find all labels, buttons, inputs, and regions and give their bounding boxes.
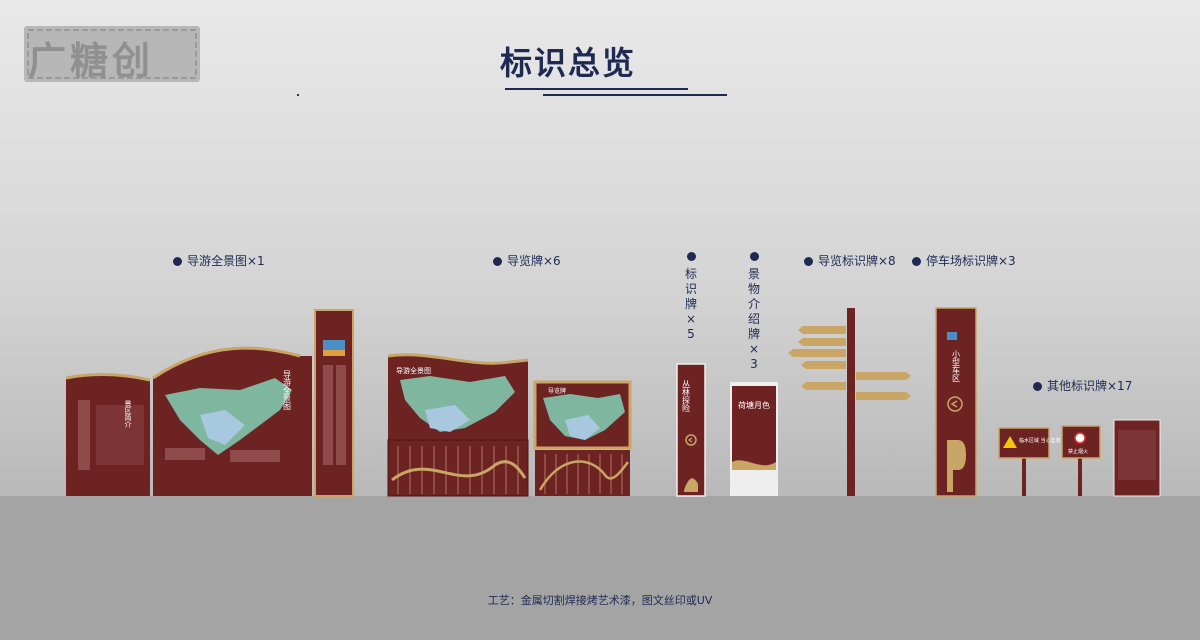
panorama-title-text: 导游全景图 <box>283 370 292 411</box>
category-label-sign-board: 标 识 牌 × 5 <box>684 252 698 342</box>
guide-small-text: 导览牌 <box>548 387 566 395</box>
guide-title-text: 导游全景图 <box>396 366 431 375</box>
bullet-icon <box>493 257 502 266</box>
guide-board-large: 导游全景图 <box>387 353 529 497</box>
bullet-icon <box>686 252 696 261</box>
panorama-sign: 导游全景图 景区简介 <box>65 309 354 497</box>
forest-sign-post: 丛林探险 <box>676 363 706 497</box>
water-warning-sign: 临水区域 当心坠落 <box>998 427 1061 496</box>
brand-logo-text: 广糖创 <box>28 39 155 83</box>
craft-note: 工艺：金属切割焊接烤艺术漆，图文丝印或UV <box>487 594 713 607</box>
bullet-icon <box>749 252 759 261</box>
speck <box>297 94 299 96</box>
category-label-parking: 停车场标识牌×3 <box>912 252 1016 269</box>
title-underline <box>543 94 727 96</box>
parking-text: 小型车区 <box>952 350 961 382</box>
bullet-icon <box>173 257 182 266</box>
category-label-directional: 导览标识牌×8 <box>804 252 896 269</box>
category-label-guide-board: 导览牌×6 <box>493 252 561 269</box>
category-label-panorama: 导游全景图×1 <box>173 252 265 269</box>
title-underline <box>505 88 688 90</box>
parking-sign: 小型车区 <box>935 307 977 497</box>
bullet-icon <box>804 257 813 266</box>
info-board-sign <box>1113 419 1161 497</box>
water-warning-text: 临水区域 当心坠落 <box>1019 437 1061 444</box>
forest-title-text: 丛林探险 <box>682 379 691 413</box>
guide-board-small: 导览牌 <box>533 380 632 496</box>
no-fire-sign: 禁止烟火 <box>1061 425 1101 496</box>
bullet-icon <box>1033 382 1042 391</box>
category-label-scene-intro: 景 物 介 绍 牌 × 3 <box>747 252 761 372</box>
scene-intro-sign: 荷塘月色 <box>730 382 778 496</box>
panorama-side-text: 景区简介 <box>124 400 132 428</box>
page-title: 标识总览 <box>500 44 637 82</box>
directional-post <box>788 308 911 496</box>
brand-logo-icon <box>24 26 200 82</box>
scene-title-text: 荷塘月色 <box>738 400 770 410</box>
bullet-icon <box>912 257 921 266</box>
ground-floor <box>0 496 1200 640</box>
category-label-other: 其他标识牌×17 <box>1033 377 1132 394</box>
no-fire-text: 禁止烟火 <box>1068 448 1088 455</box>
